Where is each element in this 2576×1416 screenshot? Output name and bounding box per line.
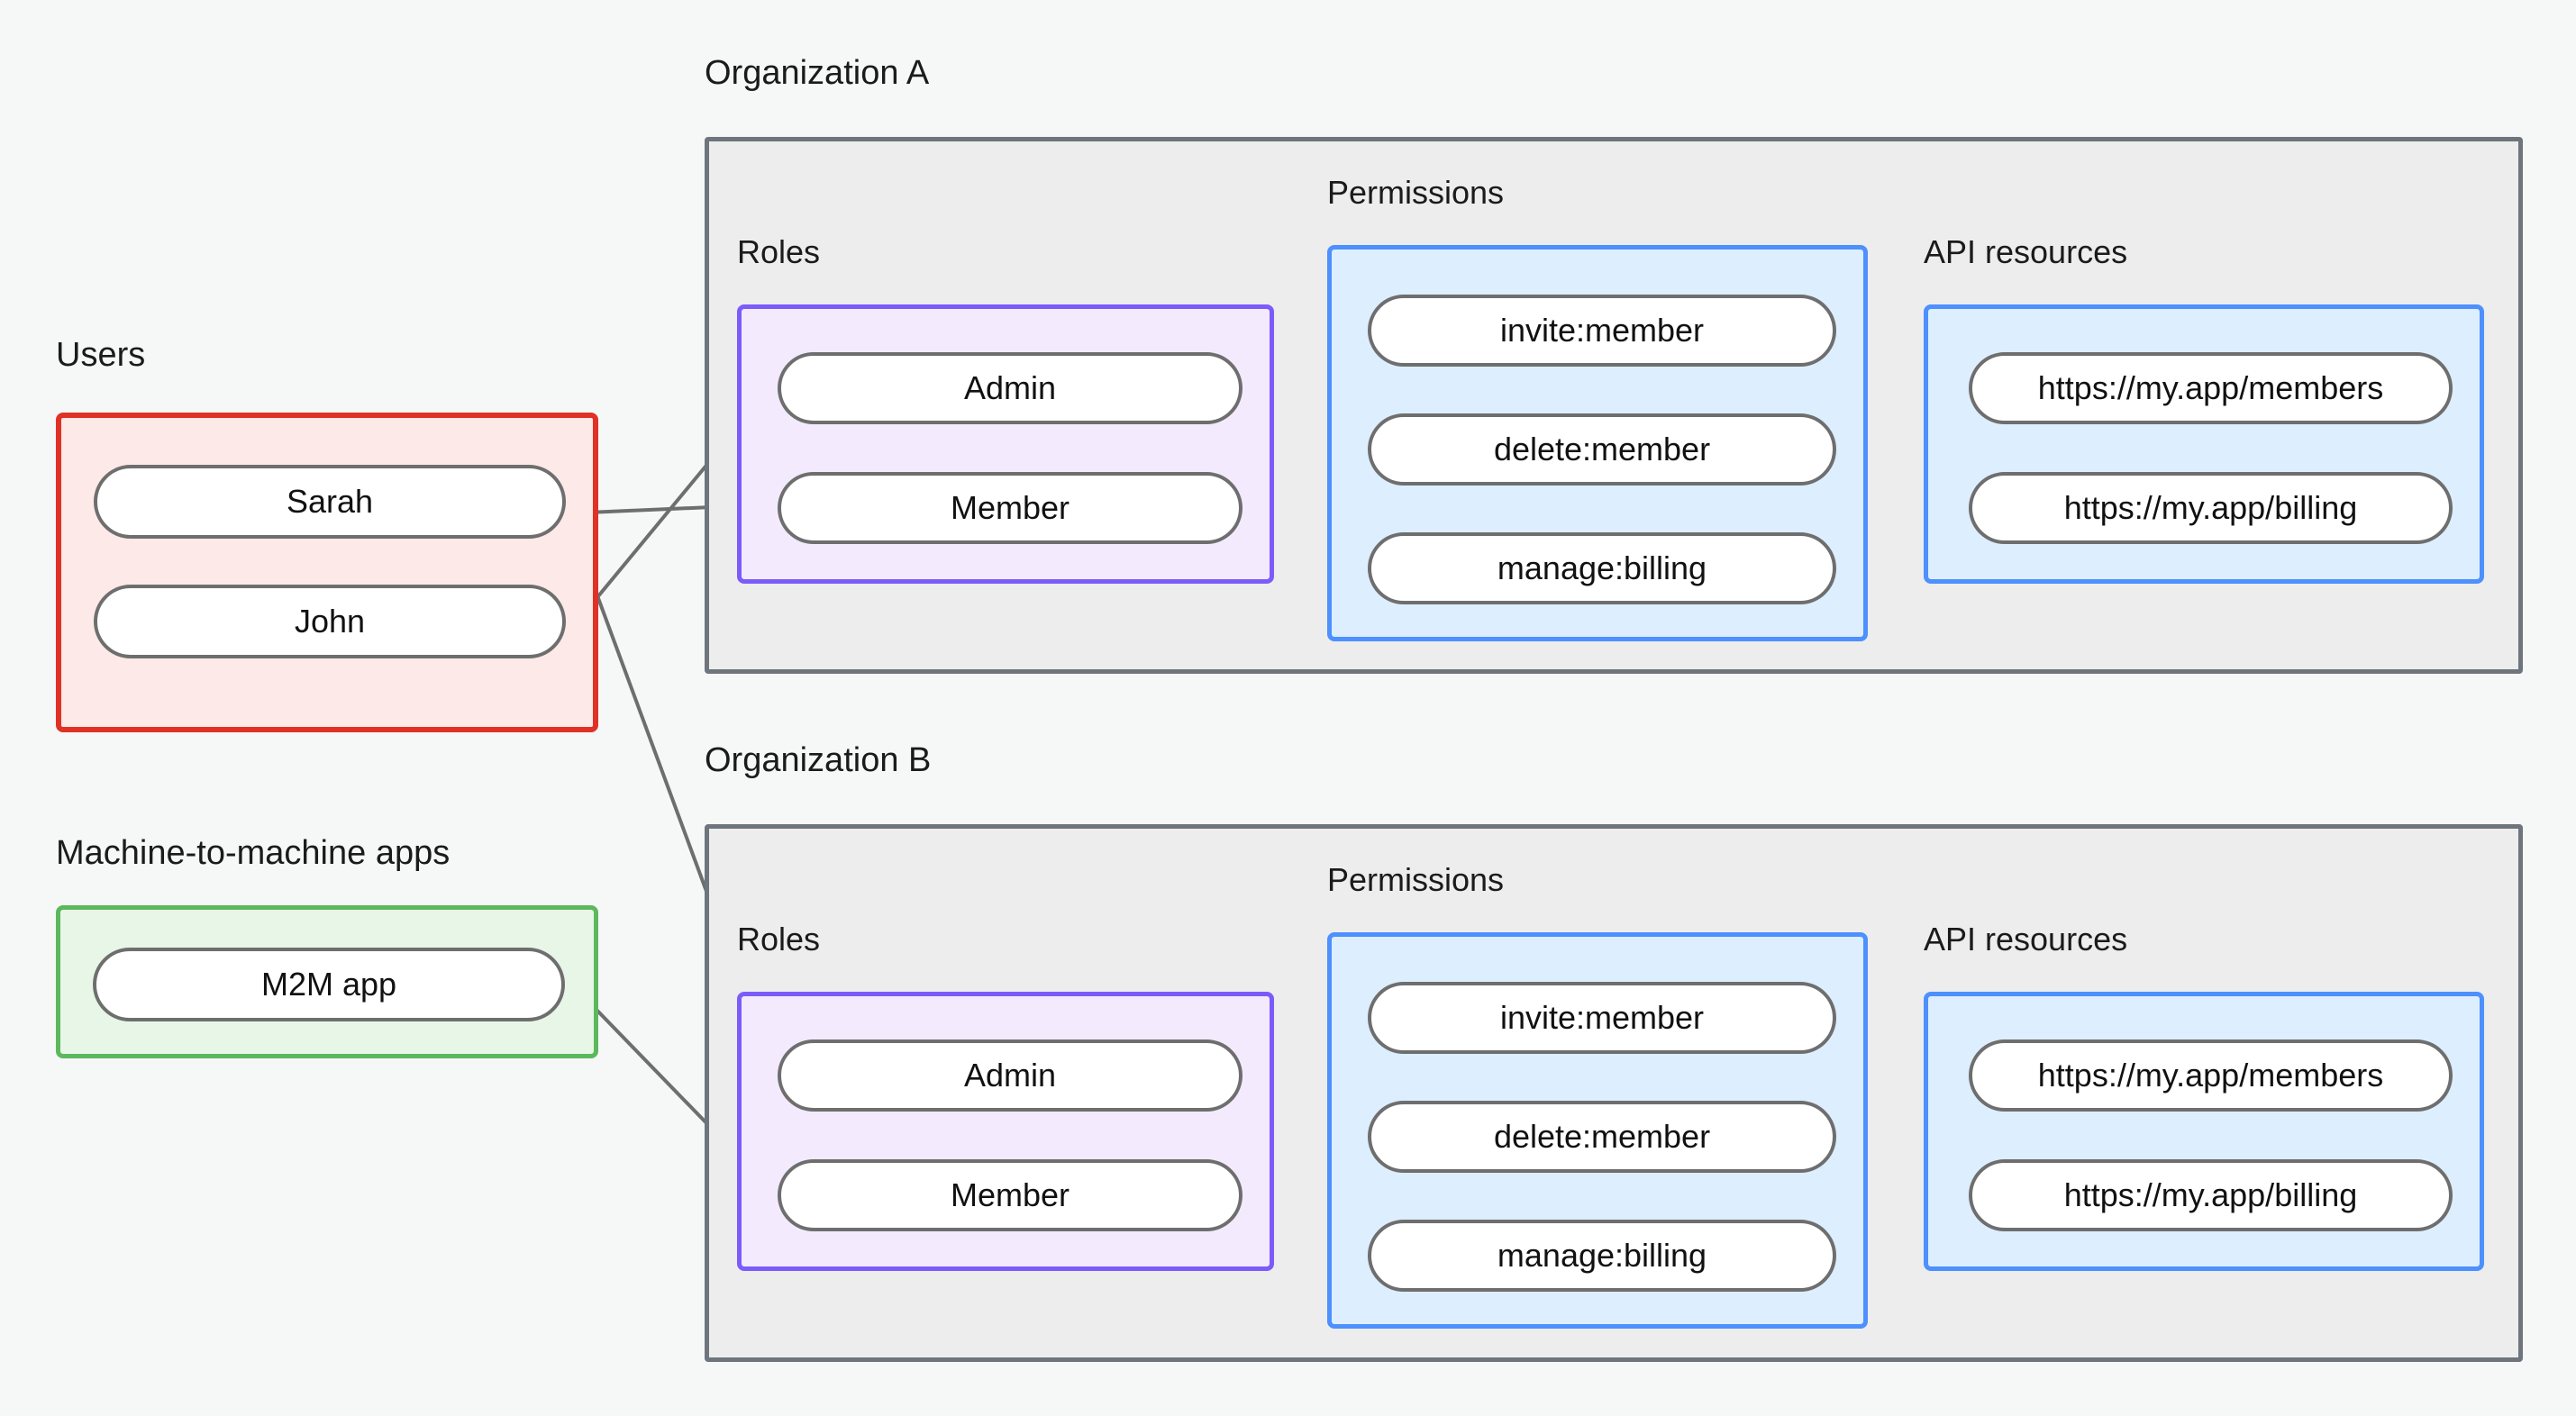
orgA-permission-pill-invite-member[interactable]: invite:member [1368,295,1836,367]
m2m-pill-app[interactable]: M2M app [93,948,565,1021]
orgB-role-pill-member[interactable]: Member [778,1159,1242,1231]
users-box: Sarah John [56,413,598,732]
orgB-role-pill-admin[interactable]: Admin [778,1039,1242,1112]
orgB-api-resource-pill-billing[interactable]: https://my.app/billing [1969,1159,2453,1231]
orgB-permissions-label: Permissions [1327,861,1505,898]
orgB-permissions-box: invite:member delete:member manage:billi… [1327,932,1868,1329]
m2m-box: M2M app [56,905,598,1058]
user-pill-john[interactable]: John [94,585,566,658]
orgB-roles-box: Admin Member [737,992,1274,1271]
user-pill-sarah[interactable]: Sarah [94,465,566,539]
orgA-roles-label: Roles [737,233,821,270]
orgA-permissions-label: Permissions [1327,174,1505,211]
orgA-api-resource-pill-members[interactable]: https://my.app/members [1969,352,2453,424]
orgA-permission-pill-manage-billing[interactable]: manage:billing [1368,532,1836,604]
users-group-label: Users [56,336,146,374]
organization-a-label: Organization A [705,54,930,92]
orgA-api-resource-pill-billing[interactable]: https://my.app/billing [1969,472,2453,544]
orgA-role-pill-member[interactable]: Member [778,472,1242,544]
m2m-group-label: Machine-to-machine apps [56,834,451,872]
orgA-role-pill-admin[interactable]: Admin [778,352,1242,424]
orgA-api-resources-box: https://my.app/members https://my.app/bi… [1924,304,2484,584]
orgB-api-resources-box: https://my.app/members https://my.app/bi… [1924,992,2484,1271]
orgB-api-resource-pill-members[interactable]: https://my.app/members [1969,1039,2453,1112]
organization-b-label: Organization B [705,741,932,779]
orgB-permission-pill-invite-member[interactable]: invite:member [1368,982,1836,1054]
orgB-roles-label: Roles [737,921,821,958]
orgB-permission-pill-manage-billing[interactable]: manage:billing [1368,1220,1836,1292]
orgA-api-resources-label: API resources [1924,233,2128,270]
orgA-roles-box: Admin Member [737,304,1274,584]
orgB-api-resources-label: API resources [1924,921,2128,958]
orgA-permissions-box: invite:member delete:member manage:billi… [1327,245,1868,641]
orgA-permission-pill-delete-member[interactable]: delete:member [1368,413,1836,486]
orgB-permission-pill-delete-member[interactable]: delete:member [1368,1101,1836,1173]
